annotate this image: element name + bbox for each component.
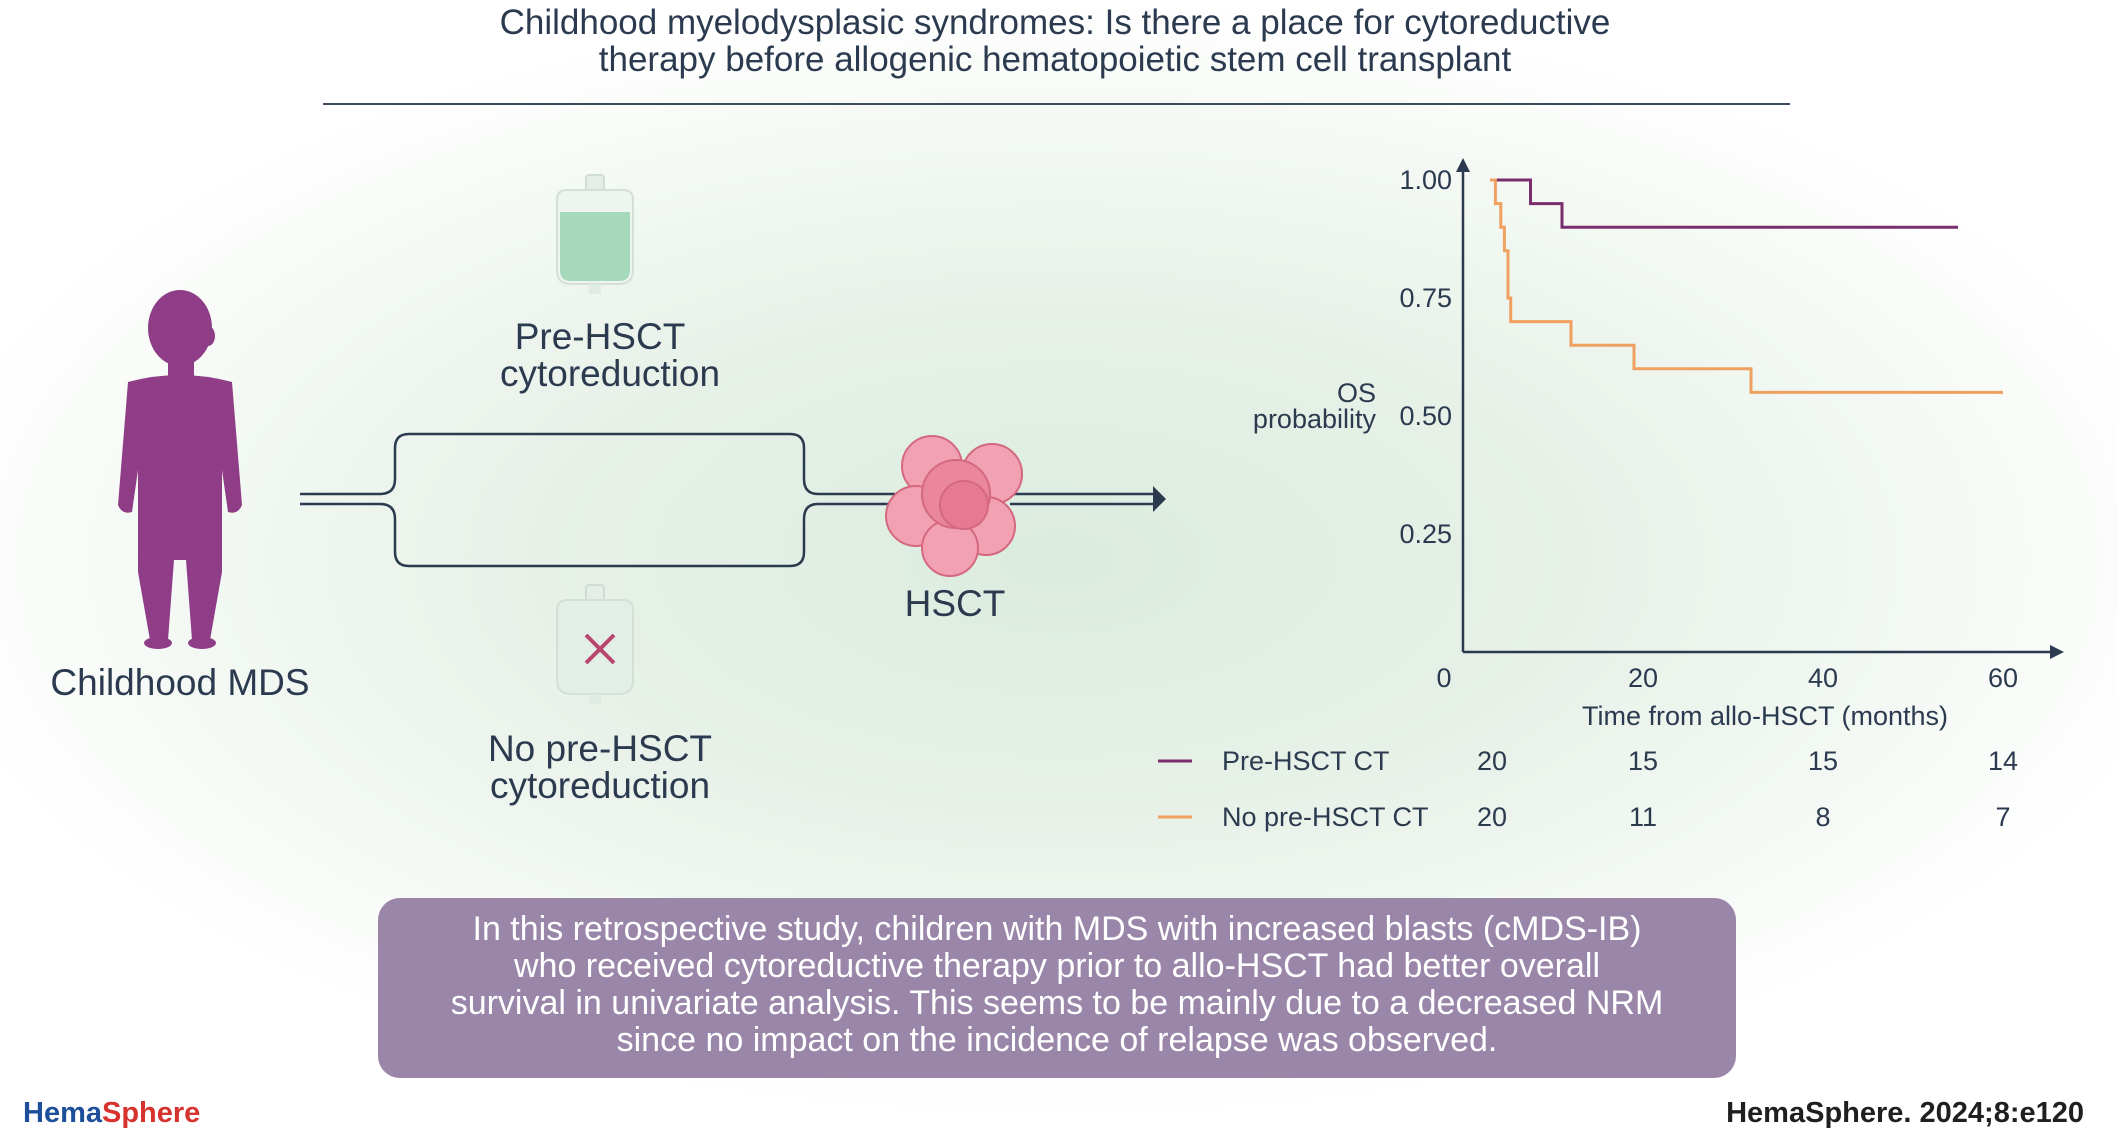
- risk-count: 15: [1808, 746, 1838, 776]
- hsct-label: HSCT: [904, 583, 1006, 624]
- risk-count: 15: [1628, 746, 1658, 776]
- y-tick-label: 0.75: [1399, 283, 1452, 313]
- title-divider: [323, 103, 1790, 105]
- risk-count: 11: [1629, 802, 1657, 832]
- survival-curve-pre-hsct: [1490, 178, 1958, 229]
- pre-label-line-1: Pre-HSCT: [514, 316, 686, 357]
- pre-label-line-2: cytoreduction: [500, 353, 721, 394]
- risk-count: 20: [1477, 802, 1507, 832]
- summary-line-3: survival in univariate analysis. This se…: [450, 984, 1664, 1022]
- no-cytoreduction-label: No pre-HSCT cytoreduction: [470, 730, 730, 804]
- flow-arrowhead-icon: [1153, 486, 1166, 512]
- x-tick-label: 40: [1808, 663, 1838, 693]
- flow-arrows: [300, 432, 1155, 568]
- risk-count: 8: [1815, 802, 1830, 832]
- x-tick-label: 20: [1628, 663, 1658, 693]
- x-tick-label: 60: [1988, 663, 2018, 693]
- summary-box: In this retrospective study, children wi…: [378, 898, 1736, 1078]
- patient-label: Childhood MDS: [50, 662, 310, 703]
- risk-count: 14: [1988, 746, 2018, 776]
- y-tick-label: 0.50: [1399, 401, 1452, 431]
- brand-part-1: Hema: [23, 1097, 102, 1129]
- y-axis-label-line-1: OS: [1337, 378, 1376, 408]
- pre-cytoreduction-label: Pre-HSCT cytoreduction: [500, 316, 721, 394]
- risk-row-label: No pre-HSCT CT: [1222, 802, 1429, 832]
- y-axis-label-line-2: probability: [1253, 404, 1377, 434]
- no-label-line-1: No pre-HSCT: [487, 728, 713, 769]
- y-tick-label: 0.25: [1399, 519, 1452, 549]
- summary-line-1: In this retrospective study, children wi…: [472, 910, 1642, 948]
- x-axis-label: Time from allo-HSCT (months): [1582, 701, 1948, 731]
- child-silhouette-icon: [118, 290, 242, 649]
- x-axis-arrowhead-icon: [2050, 645, 2064, 659]
- hsct-cells-icon: [885, 435, 1023, 577]
- summary-line-4: since no impact on the incidence of rela…: [616, 1021, 1498, 1059]
- x-tick-label: 0: [1436, 663, 1451, 693]
- title-line-2: therapy before allogenic hematopoietic s…: [598, 40, 1512, 79]
- y-axis-arrowhead-icon: [1456, 158, 1470, 172]
- title-line-1: Childhood myelodysplasic syndromes: Is t…: [499, 3, 1611, 42]
- brand-part-2: Sphere: [102, 1097, 201, 1129]
- page-title: Childhood myelodysplasic syndromes: Is t…: [320, 4, 1790, 78]
- risk-count: 20: [1477, 746, 1507, 776]
- hemasphere-logo[interactable]: HemaSphere: [23, 1097, 200, 1130]
- risk-row-label: Pre-HSCT CT: [1222, 746, 1390, 776]
- survival-curve-no-pre-hsct: [1490, 178, 2003, 394]
- iv-bag-empty-icon: [556, 584, 634, 704]
- risk-count: 7: [1995, 802, 2010, 832]
- iv-bag-pre-icon: [556, 174, 634, 294]
- no-label-line-2: cytoreduction: [489, 765, 711, 806]
- summary-line-2: who received cytoreductive therapy prior…: [513, 947, 1600, 985]
- citation: HemaSphere. 2024;8:e120: [1726, 1097, 2084, 1129]
- y-tick-label: 1.00: [1399, 165, 1452, 195]
